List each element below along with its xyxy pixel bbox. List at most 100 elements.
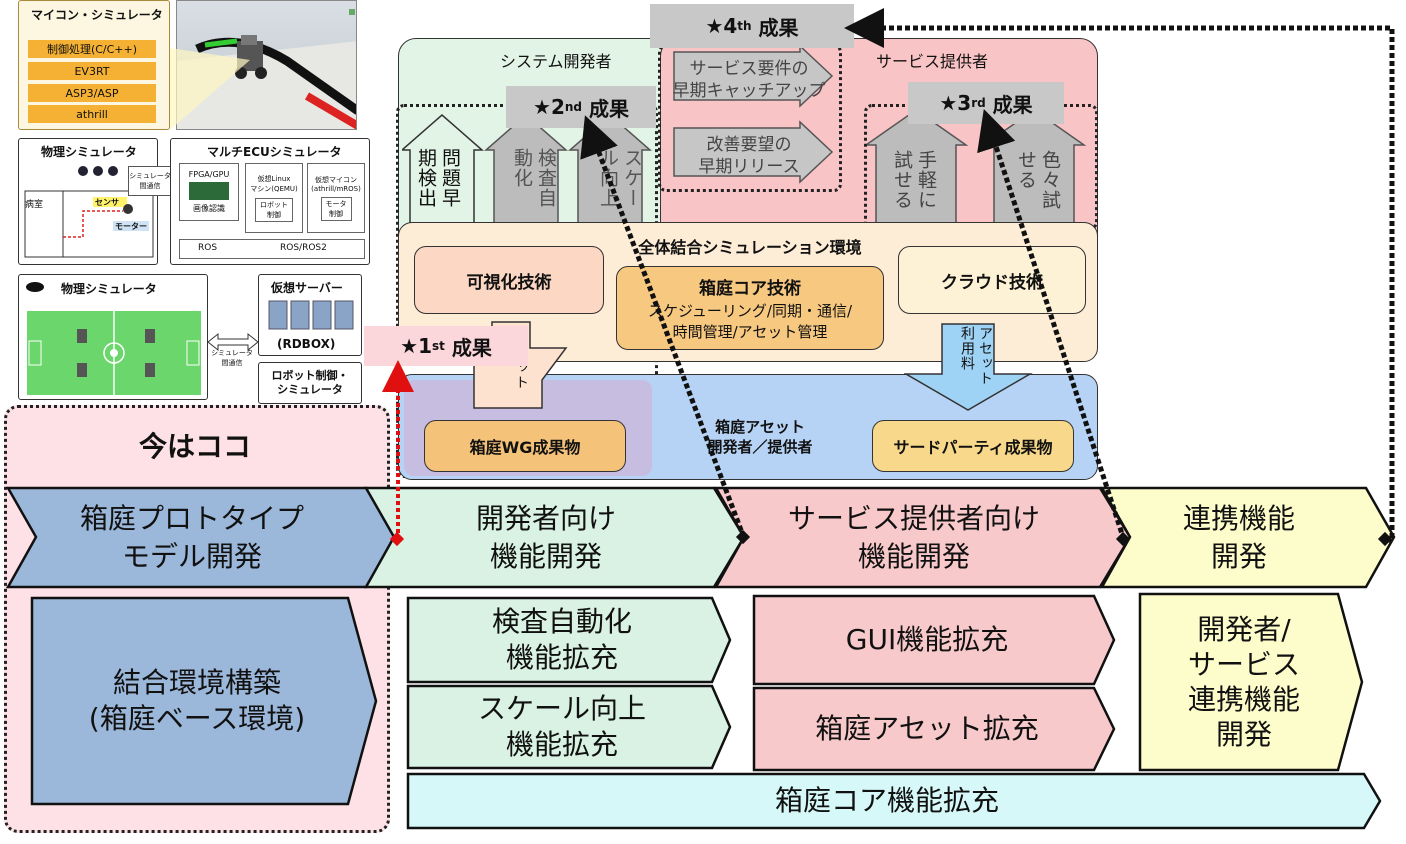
mcu-item-ev3rt: EV3RT [28, 62, 156, 80]
task-gui-shape [752, 594, 1116, 686]
phase-prototype-label: 箱庭プロトタイプ モデル開発 [79, 501, 304, 573]
milestone-1-star: ★1 [400, 334, 432, 358]
sim-link-label-2: シミュレータ 間通信 [211, 349, 253, 367]
phase-provider: サービス提供者向け 機能開発 [714, 486, 1134, 589]
physics-sim-panel-2: 物理シミュレータ [18, 274, 208, 400]
developer-role-label: システム開発者 [500, 52, 612, 71]
cloud-tech-box: クラウド技術 [898, 246, 1086, 314]
sensor-label: センサ [95, 198, 119, 207]
core-tech-box: 箱庭コア技術 スケジューリング/同期・通信/ 時間管理/アセット管理 [616, 266, 884, 350]
virtual-server-panel: 仮想サーバー (RDBOX) [258, 274, 362, 356]
task-integration: 開発者/ サービス 連携機能 開発 [1138, 592, 1364, 772]
task-core: 箱庭コア機能拡充 [406, 772, 1382, 830]
task-scale-label: スケール向上 機能拡充 [477, 691, 646, 761]
task-integration-shape [1138, 592, 1364, 772]
task-scale-shape [406, 684, 732, 770]
arrow-improve: 改善要望の 早期リリース [698, 134, 800, 177]
milestone-1-sup: st [432, 339, 445, 353]
stadium-icon [26, 282, 44, 292]
milestone-1-label: 成果 [451, 335, 492, 360]
arrow-early-detection: 問題早期検出 [415, 148, 461, 208]
milestone-3-sup: rd [971, 96, 986, 110]
ros-label: ROS [198, 243, 218, 253]
mcu-label: 仮想マイコン (athrill/mROS) [311, 176, 361, 193]
third-party-box: サードパーティ成果物 [872, 420, 1074, 472]
physics-sim-panel-1: 物理シミュレータ 病室 センサ モーター [18, 138, 158, 265]
physics-sim-title-2: 物理シミュレータ [61, 282, 157, 296]
fpga-label: FPGA/GPU [188, 170, 230, 179]
room-label: 病室 [25, 200, 44, 210]
viz-tech-box: 可視化技術 [414, 246, 604, 314]
ros2-label: ROS/ROS2 [280, 243, 327, 253]
server-icons [268, 300, 354, 330]
asset-devs-label: 箱庭アセット 開発者／提供者 [707, 417, 813, 456]
milestone-2-sup: nd [564, 100, 583, 114]
sim-link-label-1: シミュレータ 間通信 [128, 166, 172, 196]
phase-prototype: 箱庭プロトタイプ モデル開発 [6, 486, 398, 589]
microcontroller-sim-panel: マイコン・シミュレータ 制御処理(C/C++) EV3RT ASP3/ASP a… [18, 0, 170, 130]
multi-ecu-panel: マルチECUシミュレータ FPGA/GPU 画像認識 仮想Linux マシン(Q… [170, 138, 370, 265]
task-integration-label: 開発者/ サービス 連携機能 開発 [1187, 613, 1300, 751]
virtual-server-title: 仮想サーバー [271, 281, 343, 295]
task-asset-shape [752, 686, 1116, 772]
task-base-env: 結合環境構築 (箱庭ベース環境) [30, 596, 378, 806]
task-auto-test: 検査自動化 機能拡充 [406, 596, 732, 684]
arrow-auto-test: 検査自動化 [511, 148, 557, 208]
task-scale: スケール向上 機能拡充 [406, 684, 732, 770]
fpga-box: FPGA/GPU 画像認識 [179, 163, 239, 221]
service-benefit-arrows [673, 46, 834, 184]
multi-ecu-title: マルチECUシミュレータ [207, 145, 342, 159]
task-auto-test-label: 検査自動化 機能拡充 [491, 604, 632, 674]
core-tech-title: 箱庭コア技術 [699, 279, 801, 300]
environment-title: 全体結合シミュレーション環境 [638, 238, 862, 257]
milestone-4-label: 成果 [758, 15, 799, 40]
task-gui-label: GUI機能拡充 [845, 622, 1009, 656]
motor-control-label: モータ 制御 [320, 197, 352, 221]
robot-control-sim-box: ロボット制御・ シミュレータ [258, 362, 362, 404]
provider-role-label: サービス提供者 [876, 52, 989, 71]
task-asset: 箱庭アセット拡充 [752, 686, 1116, 772]
phase-integration-label: 連携機能 開発 [1182, 501, 1295, 573]
asset-fee-label: アセット利用料 [959, 326, 993, 386]
robot-control-label: ロボット 制御 [255, 198, 293, 222]
arrow-service-req: サービス要件の 早期キャッチアップ [672, 58, 826, 101]
fpga-chip [189, 182, 229, 200]
phase-integration-shape [1100, 486, 1396, 589]
task-base-env-label: 結合環境構築 (箱庭ベース環境) [88, 665, 306, 735]
callout-lines [170, 48, 250, 130]
task-asset-label: 箱庭アセット拡充 [815, 711, 1039, 745]
arrow-various: 色々試せる [1015, 150, 1061, 210]
linux-label: 仮想Linux マシン(QEMU) [250, 175, 298, 193]
mcu-item-asp: ASP3/ASP [28, 84, 156, 102]
ros-bar: ROS ROS/ROS2 [179, 239, 365, 259]
mcu-item-athrill: athrill [28, 105, 156, 123]
milestone-4-star: ★4 [705, 14, 738, 38]
phase-developer: 開発者向け 機能開発 [364, 486, 748, 589]
milestone-2-star: ★2 [533, 95, 565, 119]
mcu-box: 仮想マイコン (athrill/mROS) モータ 制御 [307, 163, 365, 233]
task-auto-test-shape [406, 596, 732, 684]
linux-box: 仮想Linux マシン(QEMU) ロボット 制御 [245, 163, 303, 233]
phase-provider-label: サービス提供者向け 機能開発 [787, 501, 1040, 573]
core-tech-body: スケジューリング/同期・通信/ 時間管理/アセット管理 [647, 302, 853, 341]
milestone-3-star: ★3 [939, 91, 972, 115]
microcontroller-sim-title: マイコン・シミュレータ [31, 8, 163, 22]
mcu-item-control: 制御処理(C/C++) [28, 40, 156, 58]
task-base-env-shape [30, 596, 378, 806]
task-core-label: 箱庭コア機能拡充 [774, 783, 999, 817]
task-gui: GUI機能拡充 [752, 594, 1116, 686]
asset-fee-arrow [904, 323, 1033, 411]
arrow-easy: 手軽に試せる [891, 150, 937, 210]
hospital-map [24, 166, 154, 258]
phase-integration: 連携機能 開発 [1100, 486, 1398, 589]
physics-sim-title-1: 物理シミュレータ [41, 145, 137, 159]
image-recognition-label: 画像認識 [193, 204, 225, 213]
rdbox-label: (RDBOX) [277, 337, 336, 351]
current-position-label: 今はココ [138, 430, 251, 463]
phase-developer-label: 開発者向け 機能開発 [475, 501, 616, 573]
task-core-shape [406, 772, 1382, 830]
motor-label: モーター [115, 222, 147, 231]
